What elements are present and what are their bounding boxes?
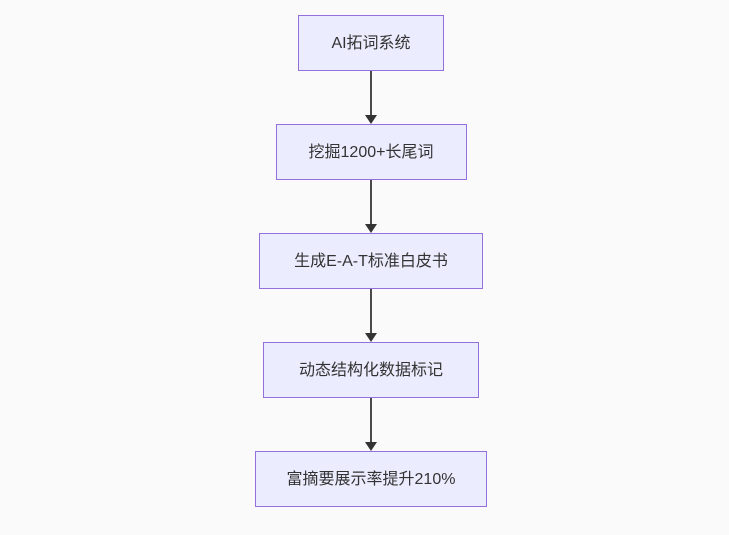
arrowhead-icon <box>365 224 377 233</box>
flow-node-structured-data-markup: 动态结构化数据标记 <box>263 342 479 398</box>
arrow-shaft <box>370 289 372 334</box>
down-arrow-3 <box>364 289 378 342</box>
flow-node-label: 动态结构化数据标记 <box>298 361 443 379</box>
flow-node-label: 富摘要展示率提升210% <box>286 470 456 488</box>
flow-node-label: AI拓词系统 <box>331 34 411 52</box>
arrow-shaft <box>370 180 372 225</box>
flow-node-label: 挖掘1200+长尾词 <box>308 143 434 161</box>
flow-node-longtail-keywords: 挖掘1200+长尾词 <box>275 124 467 180</box>
flowchart: AI拓词系统 挖掘1200+长尾词 生成E-A-T标准白皮书 动态结构化数据标记 <box>255 15 487 507</box>
flow-node-eat-whitepaper: 生成E-A-T标准白皮书 <box>259 233 483 289</box>
arrow-shaft <box>370 71 372 116</box>
flow-node-rich-snippet-rate: 富摘要展示率提升210% <box>255 451 487 507</box>
flow-node-label: 生成E-A-T标准白皮书 <box>294 252 448 270</box>
down-arrow-4 <box>364 398 378 451</box>
arrow-shaft <box>370 398 372 443</box>
down-arrow-2 <box>364 180 378 233</box>
down-arrow-1 <box>364 71 378 124</box>
arrowhead-icon <box>365 115 377 124</box>
arrowhead-icon <box>365 333 377 342</box>
flow-node-ai-keyword-system: AI拓词系统 <box>298 15 444 71</box>
arrowhead-icon <box>365 442 377 451</box>
